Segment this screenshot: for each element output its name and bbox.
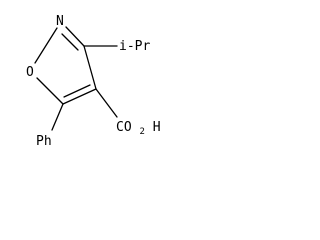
carboxyl-suffix: H [153,120,161,135]
bond-c4-c5-double [63,84,91,98]
bond-c4-c5 [62,88,97,105]
carboxyl-subscript: 2 [139,127,144,137]
bond-c5-phenyl [51,103,64,131]
carboxyl-label: CO 2 H [116,120,161,138]
bond-o-n [34,27,58,64]
bond-n-c3 [65,26,85,47]
bond-c4-carboxyl [95,88,118,118]
bond-c5-o [36,77,64,105]
chemical-structure: N O i-Pr Ph CO 2 H [26,14,161,149]
bond-n-c3-double [61,33,79,51]
isopropyl-label: i-Pr [119,39,150,54]
ring-oxygen-label: O [26,65,34,80]
phenyl-label: Ph [36,134,52,149]
isoxazole-ring [34,26,97,105]
bond-c3-c4 [83,45,97,90]
ring-nitrogen-label: N [56,14,64,29]
carboxyl-prefix: CO [116,120,132,135]
